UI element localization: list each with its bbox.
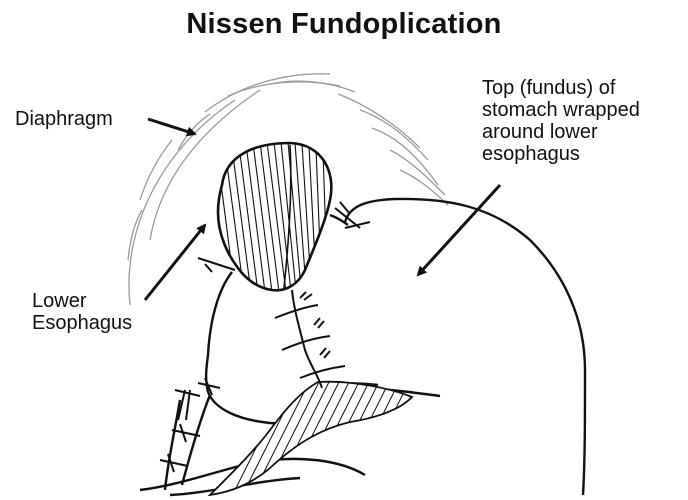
- arrow-lower-esophagus: [145, 225, 205, 300]
- arrow-diaphragm: [148, 119, 195, 134]
- arrow-fundus: [418, 185, 500, 275]
- stomach-fold: [210, 380, 412, 500]
- stomach: [140, 199, 585, 495]
